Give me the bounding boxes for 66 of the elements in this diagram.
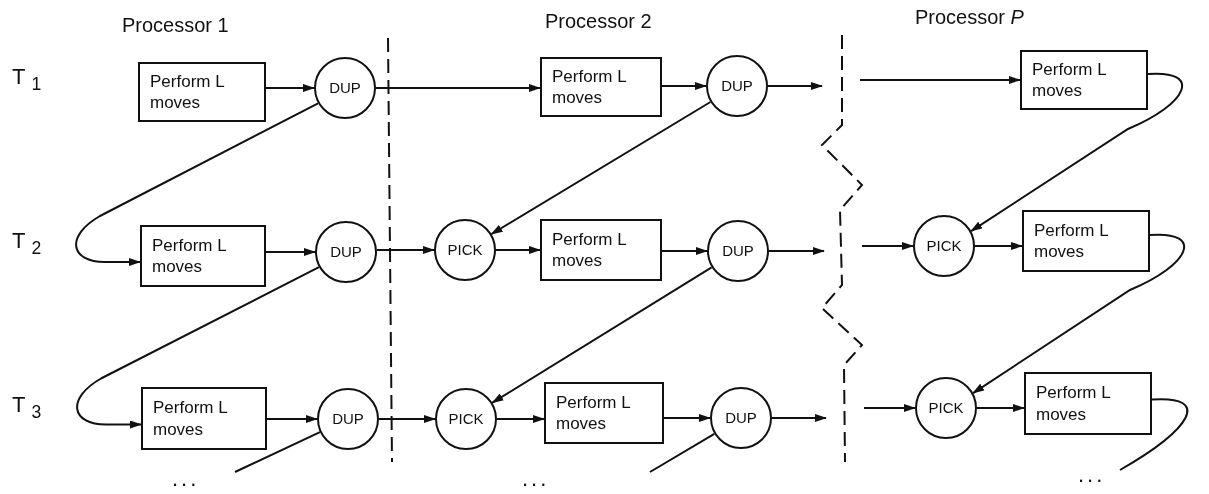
row-label: T$_{2}$	[12, 228, 42, 260]
node-text: PICK	[448, 409, 484, 429]
row-label: T$_{3}$	[12, 392, 42, 424]
node-text: Perform L moves	[1034, 219, 1109, 263]
arrow	[265, 248, 316, 256]
arrow	[972, 233, 1186, 395]
node-text: DUP	[722, 241, 754, 261]
process-box	[141, 387, 267, 450]
process-box	[540, 57, 662, 117]
column-heading: Processor P	[915, 6, 1024, 29]
arrow	[863, 404, 916, 412]
node-text: DUP	[330, 242, 362, 262]
arrow	[375, 84, 541, 92]
arrow	[265, 84, 315, 92]
arrow	[767, 82, 823, 90]
node-text: Perform L moves	[1036, 382, 1111, 425]
node-text: Perform L moves	[552, 228, 627, 272]
arrow	[491, 266, 713, 404]
process-box	[1024, 372, 1152, 435]
row-label: T$_{1}$	[12, 64, 42, 96]
column-heading: Processor 2	[545, 10, 652, 33]
arrow	[266, 415, 318, 423]
process-box	[138, 62, 266, 122]
node-text: PICK	[926, 236, 962, 256]
node-text: PICK	[447, 240, 483, 260]
node-text: DUP	[332, 409, 364, 429]
arrow	[861, 242, 914, 250]
arrow	[661, 247, 708, 255]
process-circle	[913, 215, 975, 277]
process-box	[1020, 50, 1148, 110]
column-heading: Processor 1	[122, 14, 229, 37]
arrow	[663, 414, 711, 422]
process-circle	[706, 55, 768, 117]
node-text: Perform L moves	[1032, 58, 1107, 102]
arrow	[495, 246, 541, 254]
arrow	[378, 415, 436, 423]
arrow	[859, 76, 1021, 84]
node-text: DUP	[725, 408, 757, 428]
arrow	[768, 247, 825, 255]
process-box	[140, 225, 266, 287]
node-text: DUP	[721, 76, 753, 96]
arrow	[490, 101, 712, 235]
arrow	[976, 404, 1025, 412]
node-text: Perform L moves	[556, 391, 631, 435]
arrow	[970, 72, 1184, 233]
process-circle	[707, 220, 769, 282]
arrow	[75, 102, 320, 266]
arrow	[376, 246, 435, 254]
node-text: Perform L moves	[552, 65, 627, 109]
ellipsis: ...	[522, 466, 550, 492]
node-text: PICK	[928, 398, 964, 418]
node-text: Perform L moves	[153, 397, 228, 440]
process-box	[544, 382, 664, 444]
arrow	[496, 415, 545, 423]
arrow	[771, 414, 827, 422]
ellipsis: ...	[1078, 462, 1106, 488]
arrow	[974, 242, 1023, 250]
process-box	[1022, 210, 1150, 272]
arrow	[661, 82, 707, 90]
process-box	[540, 219, 662, 281]
node-text: DUP	[329, 78, 361, 98]
node-text: Perform L moves	[150, 70, 225, 114]
arrow	[76, 266, 320, 429]
ellipsis: ...	[172, 466, 200, 492]
node-text: Perform L moves	[152, 234, 227, 278]
process-circle	[434, 219, 496, 281]
